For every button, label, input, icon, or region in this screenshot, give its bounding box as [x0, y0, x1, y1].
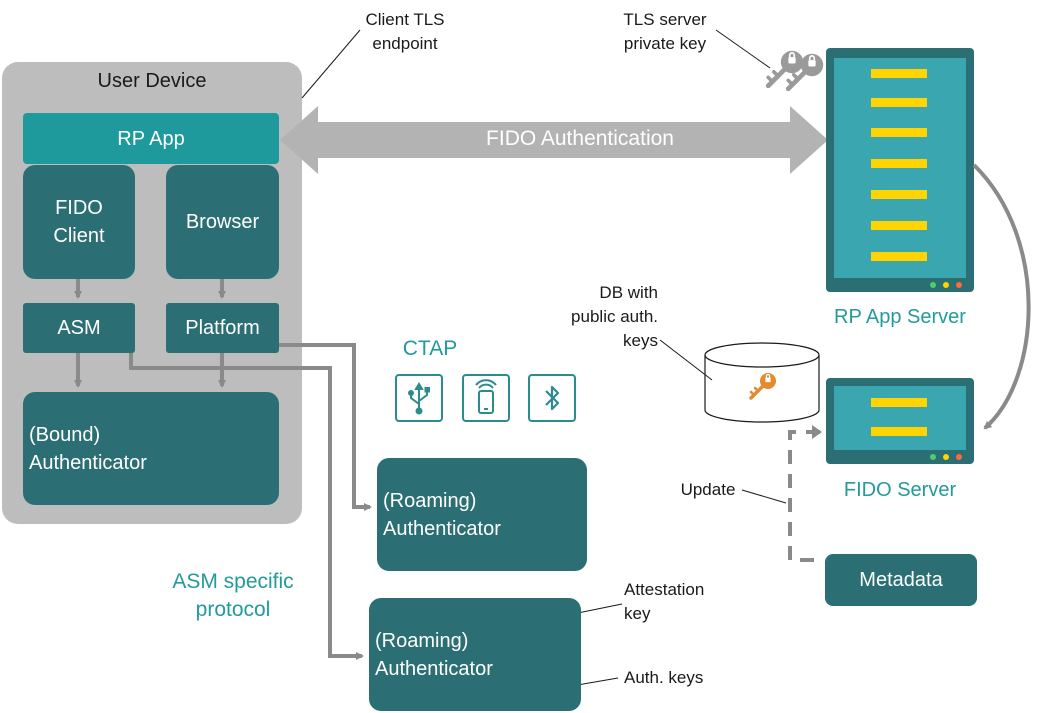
rp-to-fido-arrow [972, 163, 1031, 430]
client-tls-endpoint-label: Client TLS endpoint [365, 10, 445, 53]
tls-key-leader [715, 29, 771, 69]
asm-box: ASM [23, 303, 135, 353]
update-leader [741, 489, 787, 504]
auth-keys-label: Auth. keys [624, 668, 704, 687]
fido-server-label: FIDO Server [843, 479, 957, 501]
fido-authentication-label: FIDO Authentication [486, 127, 674, 150]
device-connectors [74, 279, 372, 660]
ctap-label: CTAP [402, 337, 458, 360]
update-label: Update [680, 480, 736, 499]
platform-box: Platform [166, 303, 279, 353]
bluetooth-icon [528, 374, 576, 422]
roaming-authenticator-1: (Roaming) Authenticator [377, 458, 587, 571]
database-icon [704, 342, 820, 423]
fido-server-icon [826, 378, 974, 464]
metadata-box: Metadata [825, 554, 977, 606]
user-device-title: User Device [97, 70, 207, 92]
tls-server-private-key-label: TLS server private key [623, 10, 707, 53]
asm-specific-protocol-label: ASM specific protocol [172, 570, 294, 621]
tls-server-key-icon [768, 51, 823, 89]
rp-app-box: RP App [23, 113, 279, 164]
rp-app-server-label: RP App Server [834, 306, 966, 328]
browser-box: Browser [166, 165, 279, 279]
db-public-keys-label: DB with public auth. keys [571, 283, 658, 350]
bound-authenticator-box: (Bound) Authenticator [23, 392, 279, 505]
roaming-authenticator-2: (Roaming) Authenticator [369, 598, 581, 711]
attestation-key-label: Attestation key [624, 580, 705, 623]
update-connector [788, 430, 820, 562]
usb-icon [395, 374, 443, 422]
fido-authentication-arrow [280, 106, 828, 174]
nfc-phone-icon [462, 374, 510, 422]
rp-app-server-icon [826, 48, 974, 292]
fido-client-box: FIDO Client [23, 165, 135, 279]
db-leader [659, 339, 713, 381]
client-tls-leader [301, 29, 361, 99]
